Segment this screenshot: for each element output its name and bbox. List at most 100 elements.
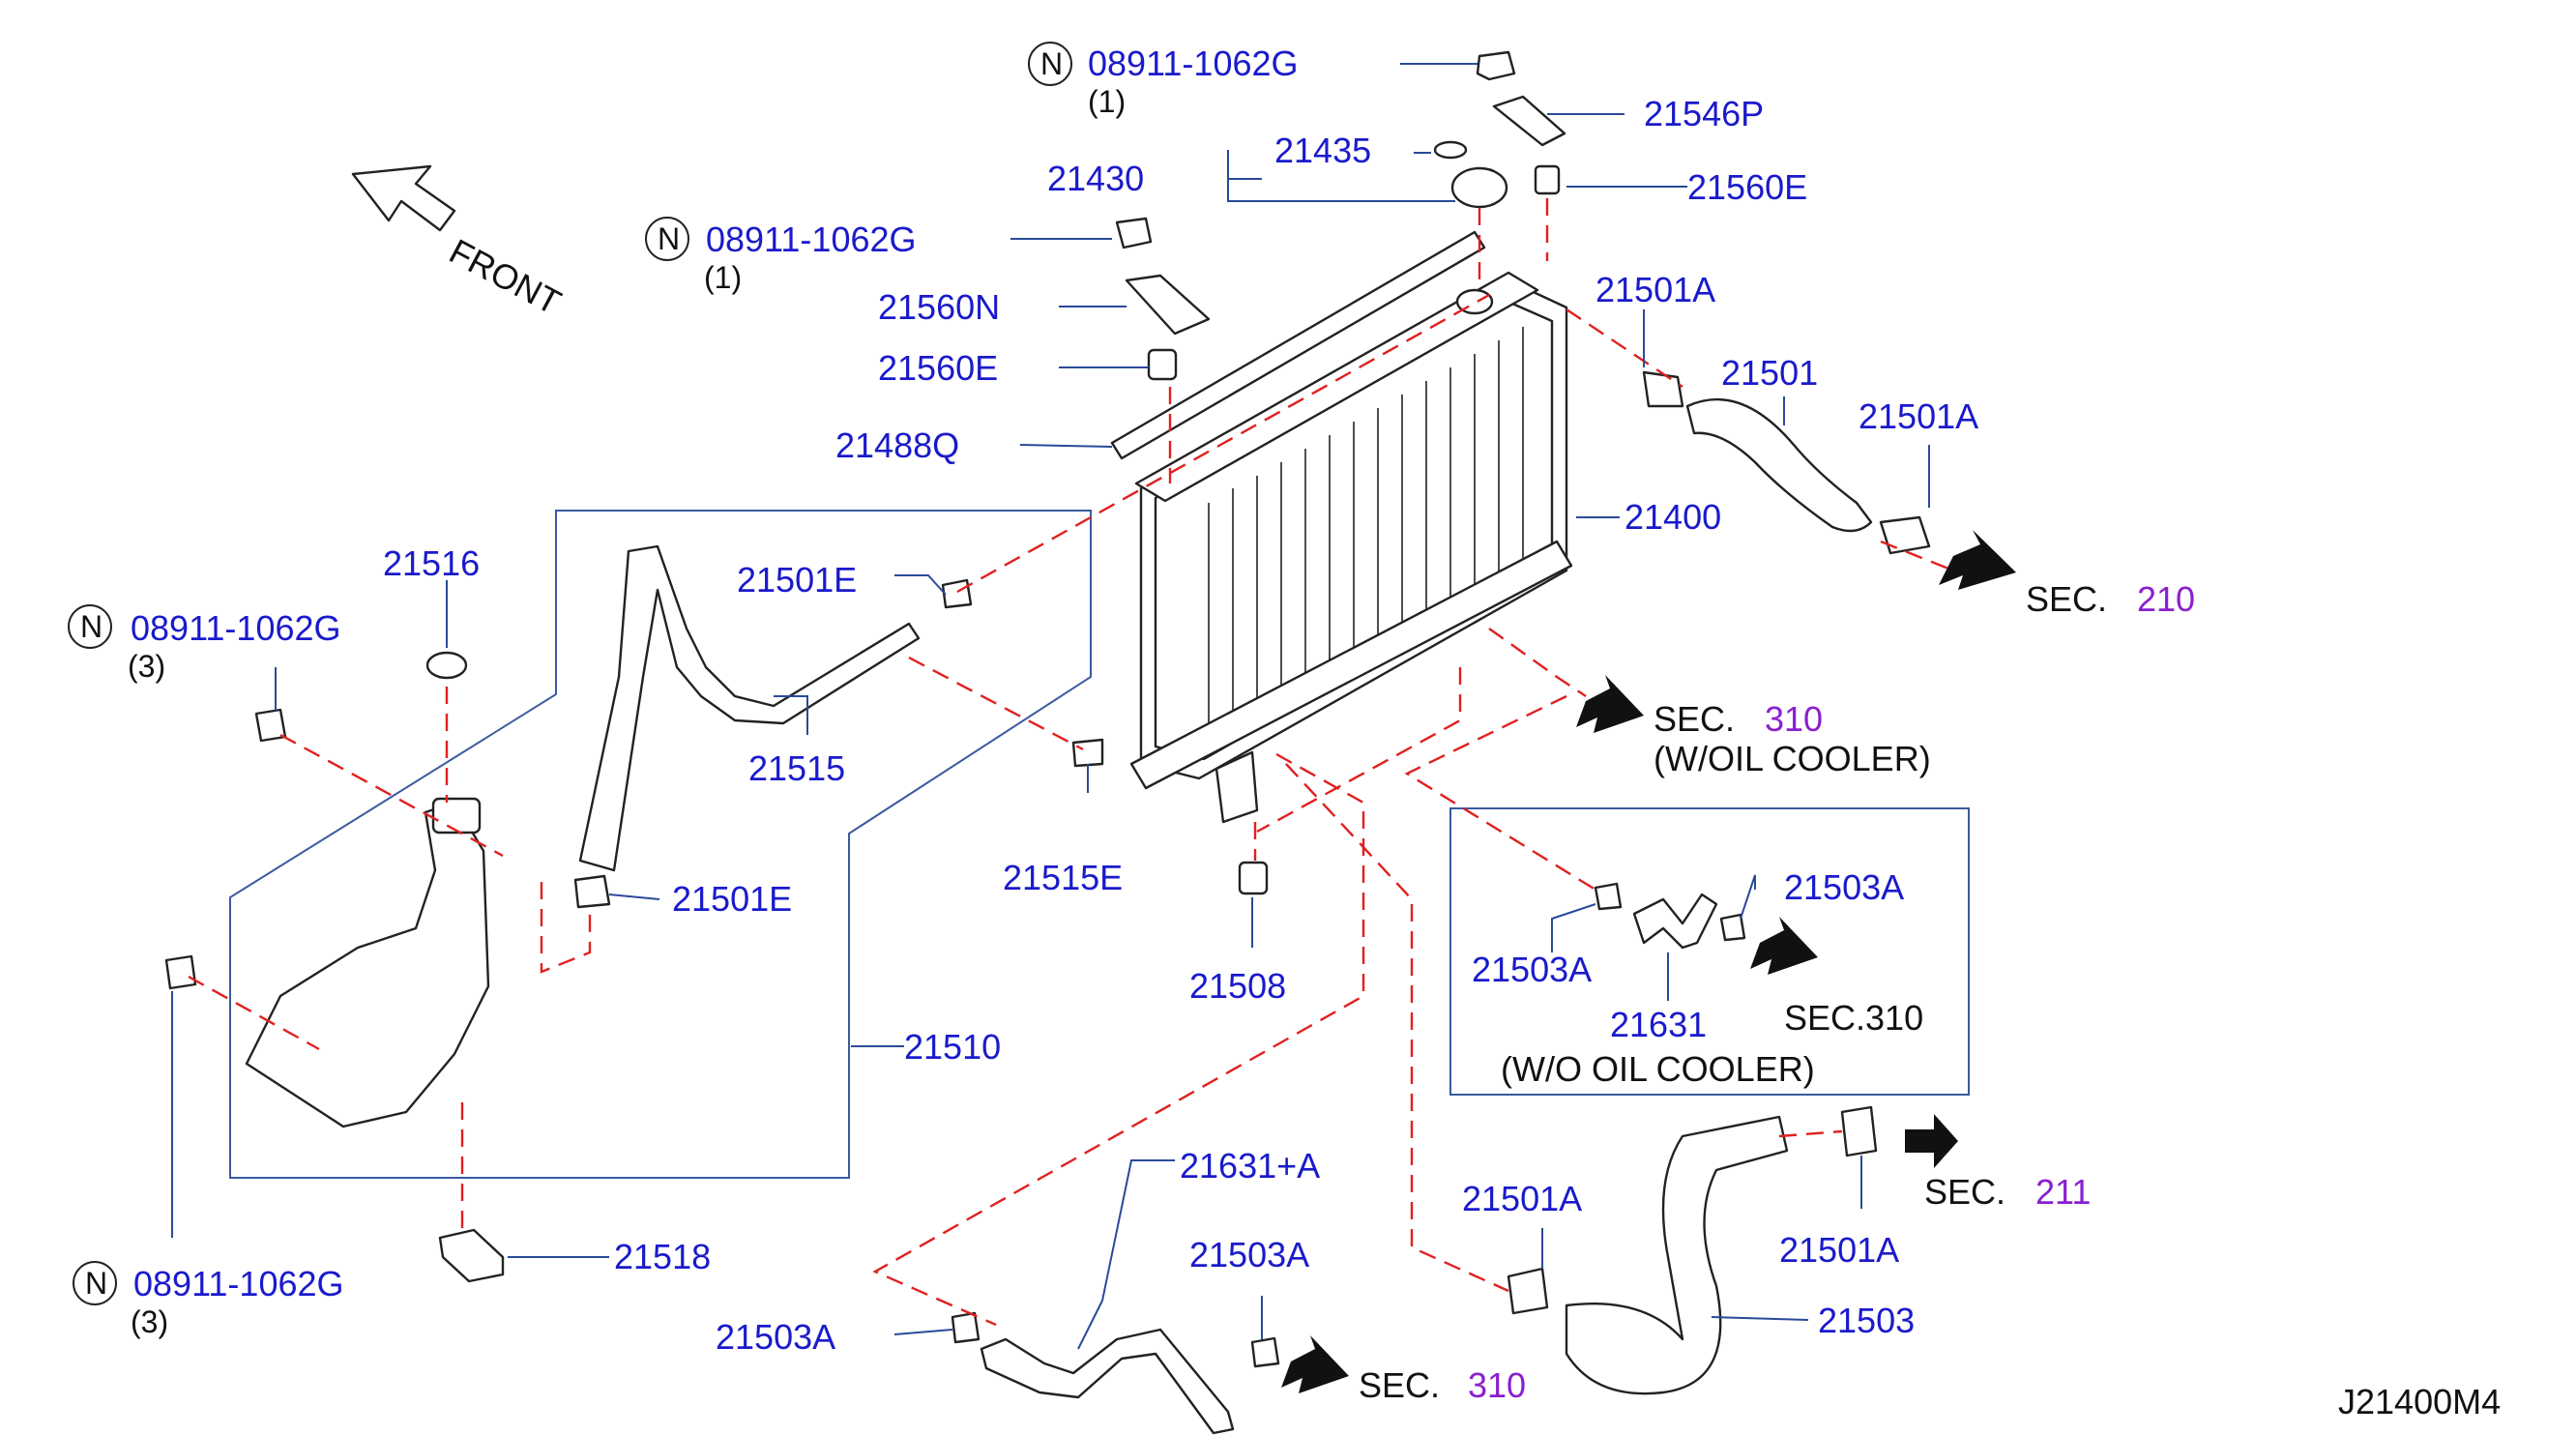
lower-radiator-hose [1565,1115,1789,1395]
n-mark-circle [73,1261,117,1305]
sec-prefix: SEC. [1654,699,1735,739]
reservoir-hose [578,544,921,872]
without-oil-cooler-caption: (W/O OIL COOLER) [1501,1049,1815,1089]
hose-clamp-21515E [1071,738,1104,768]
box-clamp-right [1719,913,1746,942]
n-mark-circle [1028,42,1072,86]
part-label-21501E-bottom: 21501E [672,879,792,919]
section-ref-210: SEC. 210 [2026,579,2195,619]
n-mark-circle [68,604,112,649]
front-direction-indicator: FRONT [351,164,568,322]
reservoir-tank [245,801,490,1128]
top-nut [1476,50,1516,81]
part-label-21515: 21515 [748,748,845,788]
bottom-clamp-right [1250,1336,1280,1368]
oil-cooler-hose-21631A [980,1328,1235,1435]
fastener-callout-2: N 08911-1062G (1) [645,217,917,295]
reservoir-cap [431,797,482,835]
left-nut [1115,217,1153,249]
radiator-assembly [1129,271,1573,824]
sec-310-box-arrow-icon [1750,917,1818,975]
radiator-seal-strip [1110,230,1486,460]
sec-prefix: SEC. [1924,1172,2005,1212]
leader-lines [171,63,1930,1350]
part-label-21560N: 21560N [878,287,1000,327]
part-label-21546P: 21546P [1644,94,1764,133]
sec-number: 310 [1468,1365,1526,1405]
diagram-reference-code: J21400M4 [2338,1382,2501,1421]
fastener-quantity: (1) [704,260,742,295]
radiator-cap [1450,166,1508,209]
fastener-part-number: 08911-1062G [133,1264,344,1303]
front-arrow-icon [351,164,456,232]
fastener-quantity: (3) [128,649,165,684]
part-label-21560E-top: 21560E [1687,167,1807,207]
part-label-21503A-bottom: 21503A [716,1317,835,1357]
fastener-part-number: 08911-1062G [1088,44,1299,83]
part-label-21631A: 21631+A [1180,1146,1320,1186]
part-label-21488Q: 21488Q [835,425,959,465]
section-ref-310-bottom: SEC. 310 [1359,1365,1526,1405]
sec-note: (W/OIL COOLER) [1654,739,1931,778]
part-label-21508: 21508 [1189,966,1286,1006]
section-ref-310-box: SEC.310 [1784,998,1923,1038]
oil-cooler-hose-21631 [1632,893,1718,950]
section-ref-310-oil-cooler: SEC. 310 (W/OIL COOLER) [1654,699,1931,778]
mount-bracket-left [1125,274,1211,336]
fastener-part-number: 08911-1062G [706,220,917,259]
sec-number: 211 [2035,1172,2091,1212]
part-label-21503A-box-right: 21503A [1784,867,1904,907]
part-label-21501: 21501 [1721,353,1818,393]
fastener-callout-4: N 08911-1062G (3) [73,1261,344,1339]
front-label: FRONT [443,231,568,322]
n-mark: N [658,221,680,256]
sec-number: 210 [2137,579,2195,619]
part-label-21503A-box-left: 21503A [1472,950,1592,989]
part-label-21560E-left: 21560E [878,348,998,388]
fastener-callout-3: N 08911-1062G (3) [68,604,341,684]
sec-310-bottom-arrow-icon [1281,1335,1349,1393]
part-label-21510: 21510 [904,1027,1001,1067]
reservoir-hose-clamp-top [941,578,973,609]
part-label-21503: 21503 [1818,1301,1915,1340]
fastener-part-number: 08911-1062G [131,608,341,648]
sec-310-oil-arrow-icon [1576,675,1644,733]
upper-hose-clamp-left [1642,370,1684,408]
reservoir-cap-21516 [425,651,468,680]
part-label-21501A-lower-left: 21501A [1462,1179,1582,1218]
part-label-21501A-top: 21501A [1595,270,1715,309]
part-label-21501A-right: 21501A [1859,396,1978,436]
reservoir-group-box [229,510,1092,1179]
sec-210-arrow-icon [1939,530,2016,590]
upper-hose-clamp-right [1879,515,1931,555]
part-label-21400: 21400 [1625,497,1721,537]
assembly-guide-lines [188,198,1954,1327]
part-label-21503A-mid: 21503A [1189,1235,1309,1274]
part-label-21501E-top: 21501E [737,560,857,600]
reservoir-bracket-21518 [438,1228,505,1283]
part-label-21501A-lower-right: 21501A [1779,1230,1899,1270]
reservoir-hose-clamp-bottom [573,874,611,909]
mount-bushing-left [1147,348,1178,381]
n-mark: N [85,1266,107,1301]
part-label-21435: 21435 [1274,131,1371,170]
radiator-mount-21508 [1238,861,1269,895]
mount-bushing-top [1534,164,1561,195]
section-ref-211: SEC. 211 [1924,1172,2091,1212]
sec-211-arrow-icon [1905,1114,1958,1168]
bottom-clamp-left [951,1311,981,1344]
upper-radiator-hose [1685,397,1873,533]
fastener-callout-1: N 08911-1062G (1) [1028,42,1299,119]
sec-number: 310 [1765,699,1823,739]
part-label-21516: 21516 [383,543,480,583]
n-mark: N [1040,46,1063,81]
lower-hose-clamp-left [1507,1267,1549,1315]
sec-prefix: SEC. [1359,1365,1440,1405]
fastener-quantity: (3) [131,1304,168,1339]
part-label-21515E: 21515E [1003,858,1123,897]
lower-hose-clamp-right [1840,1105,1878,1157]
n-mark-circle [645,217,689,261]
mount-bracket-top [1492,95,1566,147]
part-label-21518: 21518 [614,1237,711,1276]
